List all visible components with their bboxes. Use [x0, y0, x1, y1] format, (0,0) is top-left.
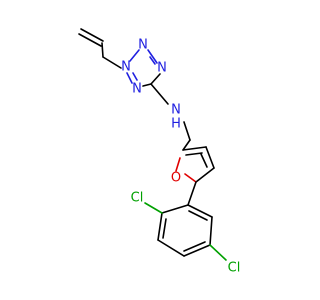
bond-ph-c2-c3: [157, 212, 163, 241]
atom-h-amine: H: [171, 117, 181, 132]
bond-furan-c4-c5: [195, 167, 215, 183]
amine-linker: [150, 83, 191, 151]
bond-ch2-furan: [182, 139, 191, 151]
molecule-structure: N N N N N H O Cl Cl: [78, 28, 241, 276]
bond-n4-c5: [150, 73, 161, 85]
bond-furan-c2-c3: [182, 146, 207, 151]
atom-n-ring-3: N: [132, 82, 142, 97]
atom-n-ring-1: N: [138, 38, 148, 53]
bond-furan-c5-o: [184, 173, 197, 183]
bond-allyl-ch2: [102, 56, 122, 69]
bond-cl-ortho: [144, 202, 163, 214]
bond-allyl-double-b: [80, 28, 104, 42]
dichlorophenyl-ring: [157, 204, 213, 257]
atom-n-ring-2: N: [121, 60, 131, 75]
atom-n-amine: N: [171, 103, 181, 118]
bond-ph-c4-c5: [183, 244, 211, 257]
bond-furan-phenyl: [187, 181, 197, 206]
bond-ph-inner-1: [162, 218, 167, 239]
bond-ph-c6-c1: [187, 204, 213, 218]
bond-n3-n2: [126, 72, 133, 84]
bond-furan-c2-c3-inner: [185, 152, 203, 156]
bond-ph-inner-3: [188, 210, 208, 221]
bond-cl-meta: [209, 244, 227, 261]
atom-n-ring-4: N: [157, 61, 167, 76]
bond-ph-inner-2: [183, 241, 206, 252]
atom-cl-ortho: Cl: [131, 191, 144, 206]
bond-n2-n1: [129, 49, 140, 62]
furan-ring: [175, 146, 215, 183]
bond-ph-c5-c6: [209, 216, 213, 246]
bond-ph-c1-c2: [161, 204, 189, 214]
bond-n1-n4-inner: [149, 56, 156, 65]
tetrazole-ring: [126, 49, 161, 87]
bond-nh-ch2: [183, 121, 191, 141]
bond-ph-c3-c4: [157, 239, 185, 257]
bond-furan-c3-c4: [205, 146, 215, 169]
bond-allyl-double-a: [78, 33, 102, 47]
bond-allyl-vinyl: [101, 42, 104, 58]
bond-furan-c3-c4-inner: [200, 153, 208, 168]
atom-o-furan: O: [171, 171, 181, 186]
bond-c5-n3: [142, 83, 152, 87]
bond-n3-n2-inner: [132, 72, 138, 81]
atom-cl-meta: Cl: [228, 261, 241, 276]
bond-furan-o-c2: [175, 157, 181, 172]
bond-n1-n4: [147, 49, 158, 64]
allyl-group: [78, 28, 122, 69]
bond-c5-nh: [150, 83, 169, 105]
